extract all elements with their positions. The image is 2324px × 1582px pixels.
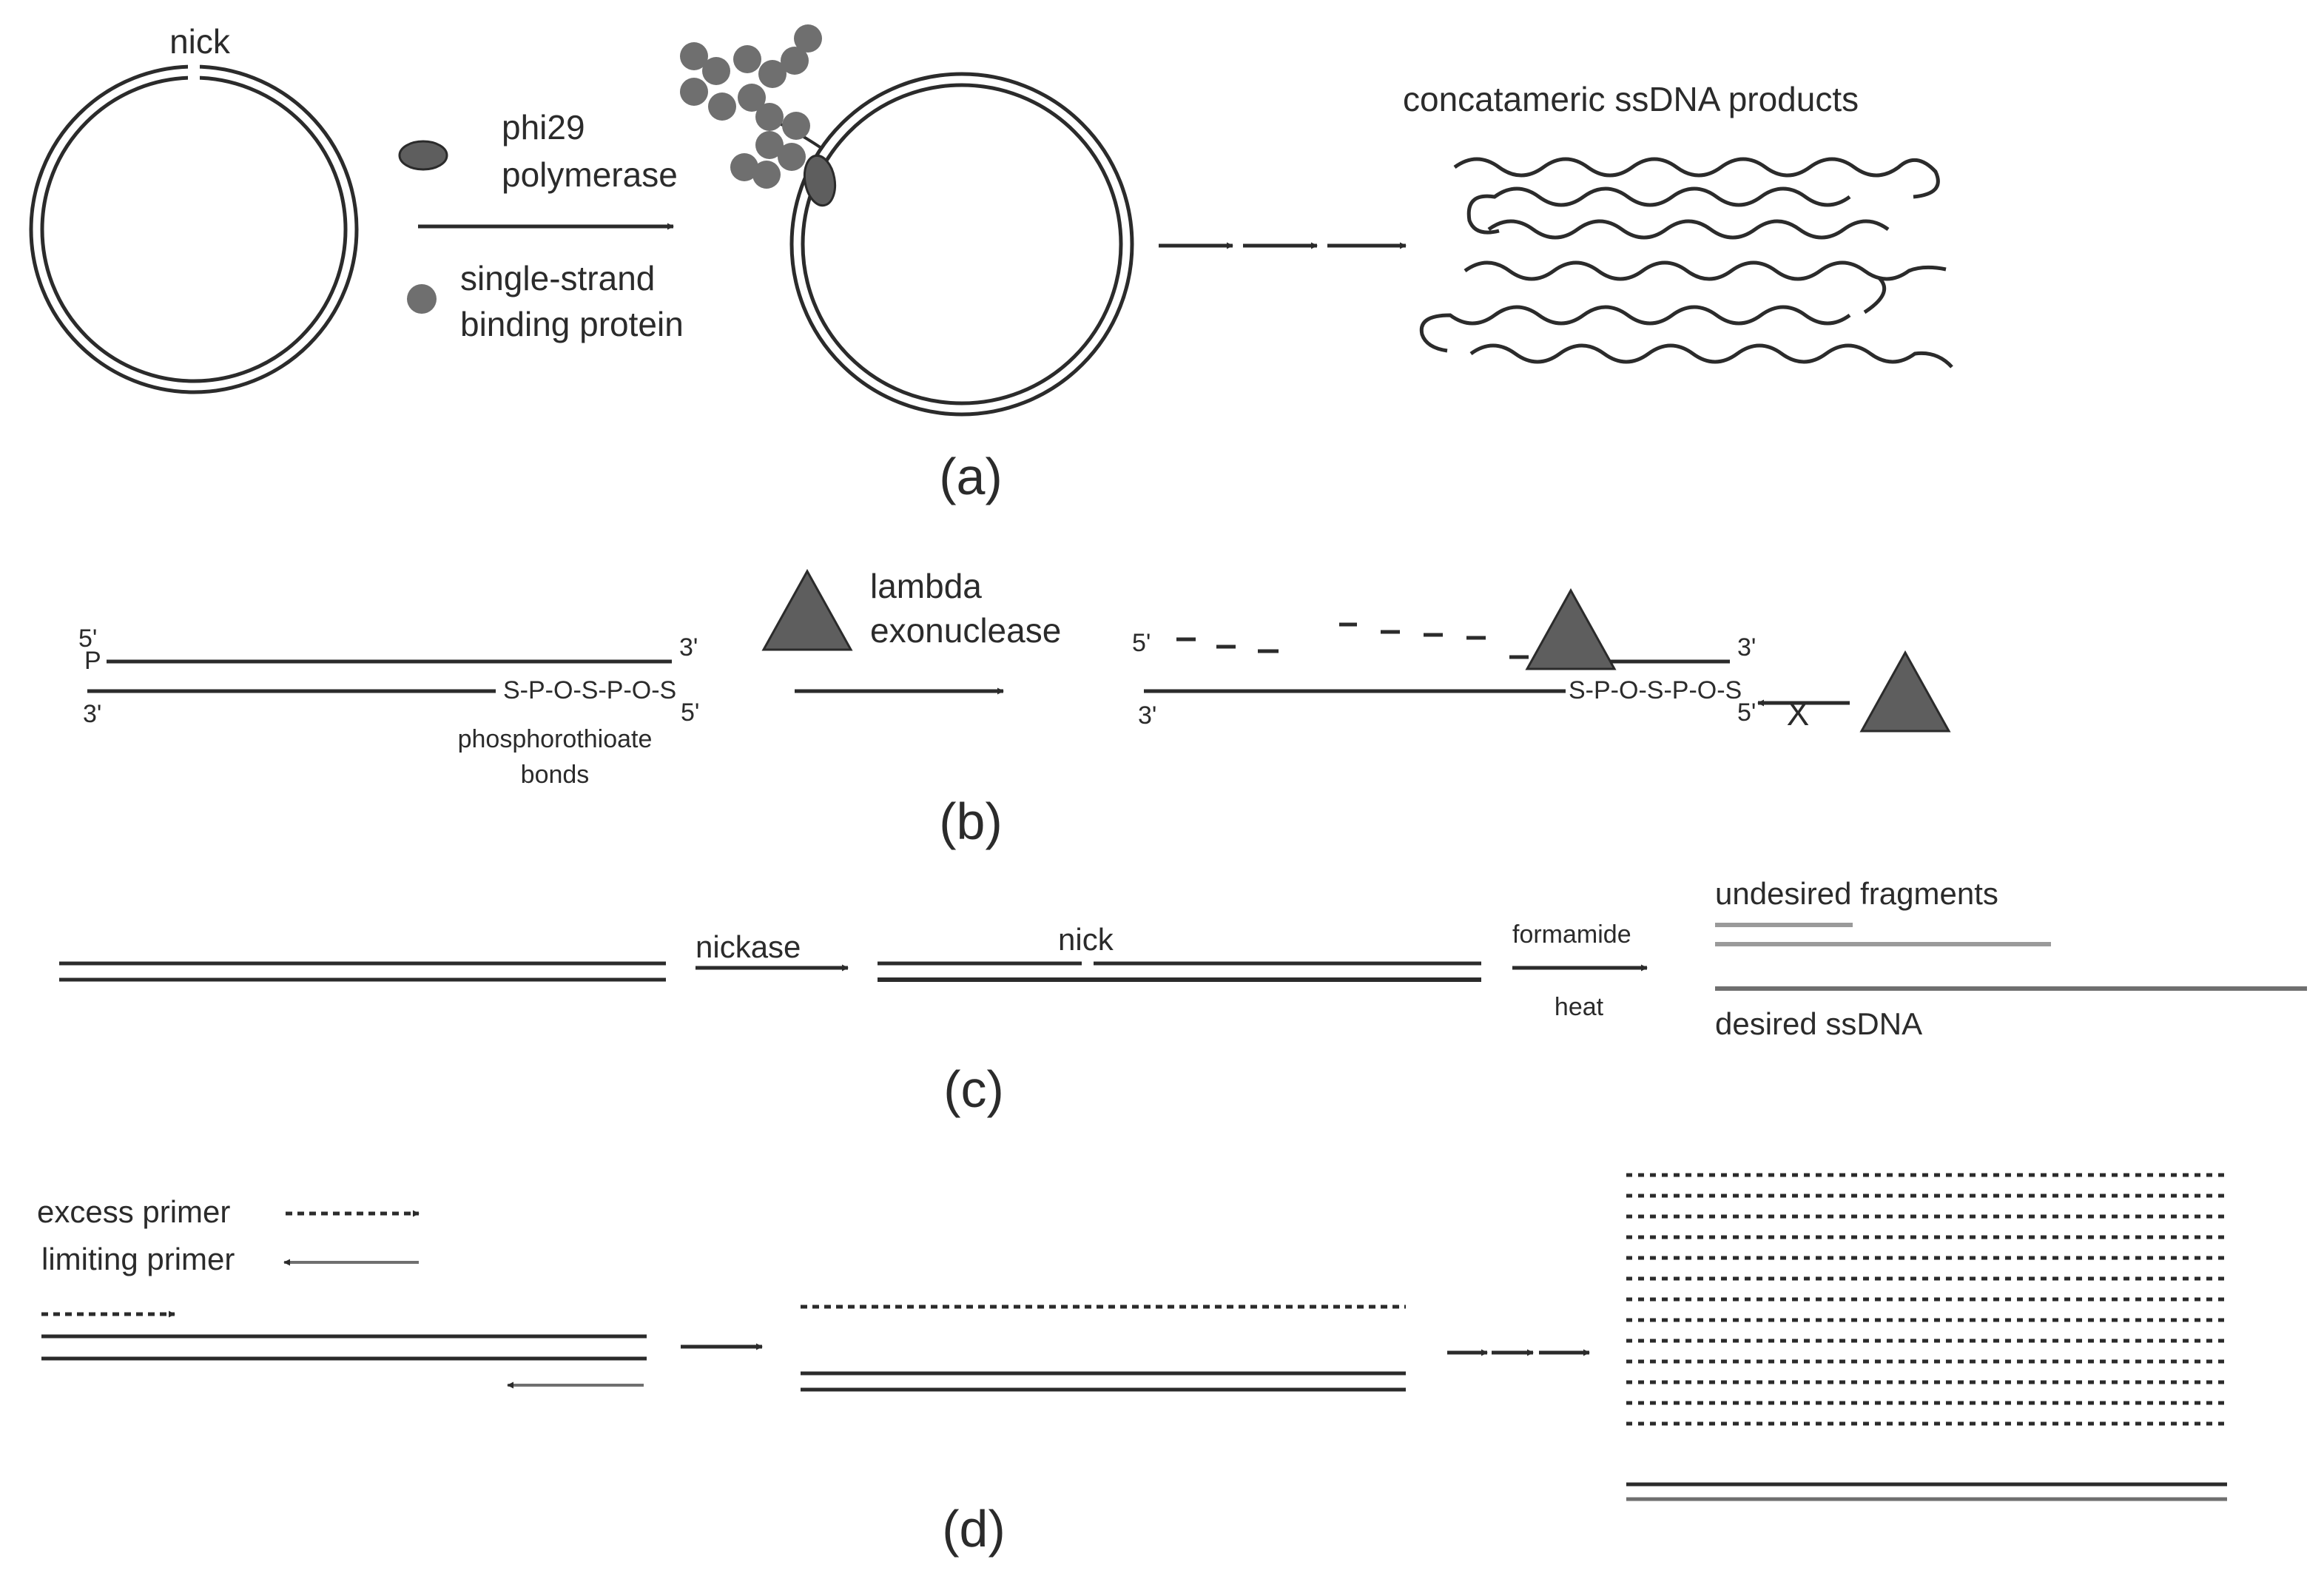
panel-b: 5' P 3' S-P-O-S-P-O-S 5' 3' phosphorothi… bbox=[78, 567, 1951, 850]
panel-d: excess primer limiting primer bbox=[37, 1173, 2227, 1558]
ssb-label-line2: binding protein bbox=[460, 305, 684, 343]
panel-c: nickase nick formamide heat undesired fr… bbox=[59, 876, 2307, 1118]
b-right-3prime-top: 3' bbox=[1737, 633, 1756, 662]
nicked-plasmid-circle bbox=[29, 59, 359, 394]
exonuclease-label-line1: lambda bbox=[870, 567, 982, 605]
b-left-phosphate: P bbox=[84, 647, 101, 675]
limiting-primer-label: limiting primer bbox=[41, 1242, 235, 1276]
digested-strand-fragments bbox=[1176, 622, 1529, 659]
products-label: concatameric ssDNA products bbox=[1403, 80, 1859, 118]
excess-primer-label: excess primer bbox=[37, 1194, 230, 1229]
nickase-label: nickase bbox=[695, 929, 801, 964]
panel-a-label: (a) bbox=[939, 448, 1003, 505]
exonuclease-on-strand bbox=[1525, 588, 1617, 670]
b-left-5prime-top: 5' bbox=[78, 625, 97, 653]
polymerase-label-line2: polymerase bbox=[502, 155, 678, 194]
formamide-label: formamide bbox=[1512, 920, 1631, 949]
panel-d-label: (d) bbox=[942, 1500, 1006, 1558]
accumulated-ssdna-stack bbox=[1626, 1173, 2227, 1426]
b-right-5prime-top: 5' bbox=[1132, 629, 1151, 657]
b-left-3prime-bottom: 3' bbox=[83, 700, 101, 728]
undesired-label: undesired fragments bbox=[1715, 876, 1998, 911]
ssb-label-line1: single-strand bbox=[460, 259, 655, 297]
b-right-5prime-bottom: 5' bbox=[1737, 699, 1756, 727]
ps-bonds-label-line1: phosphorothioate bbox=[458, 725, 653, 753]
exonuclease-legend-icon bbox=[761, 568, 853, 651]
blocked-exonuclease bbox=[1859, 650, 1951, 733]
polymerase-legend-icon bbox=[398, 140, 448, 171]
concatemer-strands bbox=[1419, 157, 1953, 368]
block-mark: X bbox=[1787, 694, 1810, 733]
ps-bonds-label-line2: bonds bbox=[521, 761, 590, 789]
heat-label: heat bbox=[1555, 993, 1604, 1021]
exonuclease-label-line2: exonuclease bbox=[870, 611, 1061, 650]
b-left-3prime-top: 3' bbox=[679, 633, 698, 662]
panel-b-label: (b) bbox=[939, 792, 1003, 850]
b-left-5prime-bottom: 5' bbox=[681, 699, 699, 727]
rolling-circle-complex bbox=[680, 24, 1134, 417]
polymerase-on-template bbox=[803, 154, 837, 207]
ssb-coated-strand bbox=[680, 24, 822, 189]
b-left-ps-sequence: S-P-O-S-P-O-S bbox=[503, 676, 676, 704]
b-right-3prime-bottom: 3' bbox=[1138, 701, 1156, 730]
panel-a: nick phi29 polymerase single-strand bind… bbox=[29, 22, 1953, 505]
polymerase-label-line1: phi29 bbox=[502, 108, 585, 147]
b-right-ps-sequence: S-P-O-S-P-O-S bbox=[1569, 676, 1742, 704]
desired-label: desired ssDNA bbox=[1715, 1006, 1922, 1041]
ssb-legend-icon bbox=[407, 284, 437, 314]
nick-label-c: nick bbox=[1058, 922, 1114, 957]
nick-label-a: nick bbox=[169, 22, 231, 61]
panel-c-label: (c) bbox=[943, 1060, 1004, 1118]
